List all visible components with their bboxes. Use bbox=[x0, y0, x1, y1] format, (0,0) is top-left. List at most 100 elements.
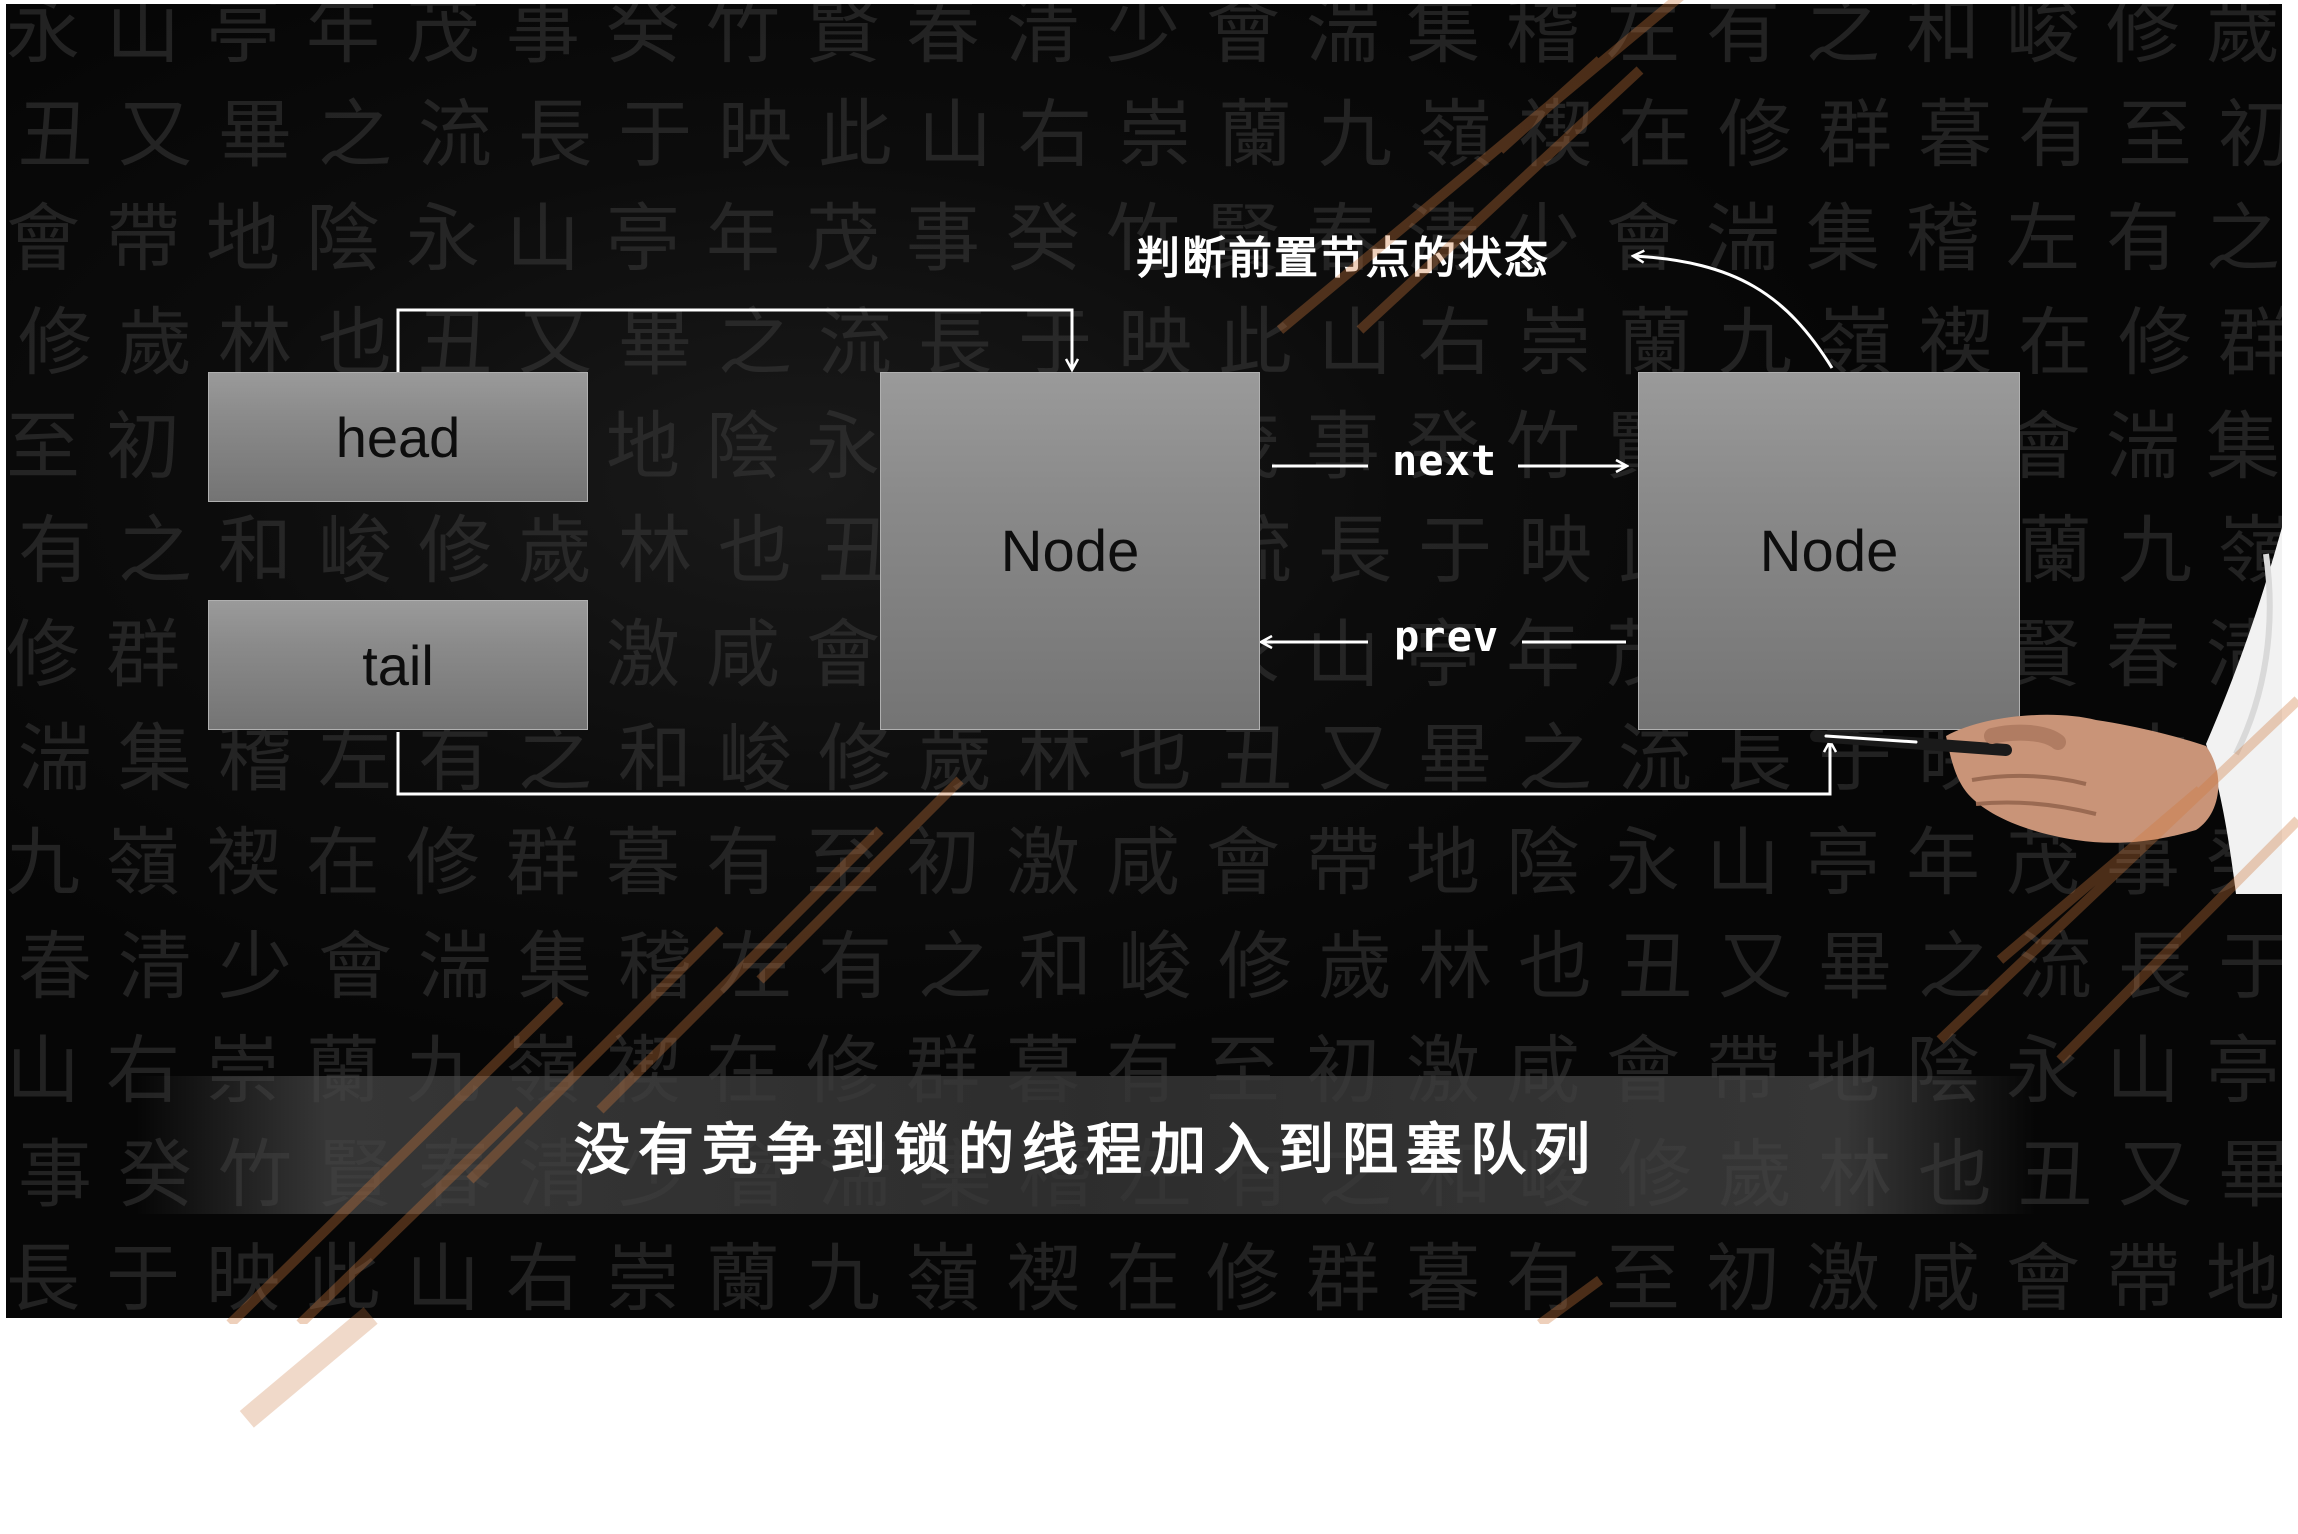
texture-glyph: 和 bbox=[1018, 924, 1092, 1010]
texture-glyph: 湍 bbox=[1706, 196, 1780, 282]
texture-glyph: 之 bbox=[1518, 716, 1592, 802]
texture-glyph: 激 bbox=[606, 612, 680, 698]
texture-glyph: 畢 bbox=[218, 92, 292, 178]
connector-lines bbox=[396, 4, 2282, 796]
texture-glyph: 會 bbox=[1606, 196, 1680, 282]
texture-glyph: 畢 bbox=[618, 300, 692, 386]
texture-glyph: 此 bbox=[306, 1236, 380, 1318]
texture-glyph: 林 bbox=[618, 508, 692, 594]
texture-glyph: 集 bbox=[118, 716, 192, 802]
texture-glyph: 至 bbox=[1606, 1236, 1680, 1318]
texture-glyph: 集 bbox=[2206, 404, 2280, 490]
texture-glyph: 湍 bbox=[1306, 4, 1380, 74]
texture-glyph: 有 bbox=[818, 924, 892, 1010]
texture-glyph: 蘭 bbox=[2018, 508, 2092, 594]
texture-glyph: 長 bbox=[1318, 508, 1392, 594]
texture-glyph: 于 bbox=[1418, 508, 1492, 594]
tail-label: tail bbox=[362, 633, 434, 697]
texture-glyph: 竹 bbox=[1106, 196, 1180, 282]
texture-glyph: 于 bbox=[1018, 300, 1092, 386]
texture-glyph: 賢 bbox=[1206, 196, 1280, 282]
texture-glyph: 于 bbox=[106, 1236, 180, 1318]
texture-glyph: 映 bbox=[206, 1236, 280, 1318]
texture-glyph: 年 bbox=[1506, 612, 1580, 698]
texture-glyph: 咸 bbox=[1906, 1236, 1980, 1318]
texture-glyph: 會 bbox=[1206, 4, 1280, 74]
texture-glyph: 山 bbox=[1306, 612, 1380, 698]
texture-glyph: 永 bbox=[1606, 820, 1680, 906]
next-label: next bbox=[1392, 436, 1498, 485]
texture-glyph: 初 bbox=[2218, 92, 2282, 178]
texture-glyph: 映 bbox=[718, 92, 792, 178]
texture-glyph: 有 bbox=[1506, 1236, 1580, 1318]
texture-glyph: 長 bbox=[518, 92, 592, 178]
texture-glyph: 會 bbox=[6, 196, 80, 282]
head-to-node-arrow bbox=[396, 308, 1072, 372]
texture-glyph: 之 bbox=[518, 716, 592, 802]
texture-glyph: 修 bbox=[2118, 300, 2192, 386]
texture-glyph: 流 bbox=[818, 300, 892, 386]
node-label-1: Node bbox=[1000, 518, 1140, 584]
texture-glyph: 之 bbox=[1918, 924, 1992, 1010]
texture-glyph: 左 bbox=[718, 924, 792, 1010]
texture-glyph: 年 bbox=[706, 196, 780, 282]
texture-glyph: 此 bbox=[1218, 300, 1292, 386]
texture-glyph: 九 bbox=[1718, 300, 1792, 386]
texture-glyph: 在 bbox=[306, 820, 380, 906]
predecessor-state-note: 判断前置节点的状态 bbox=[1136, 233, 1550, 284]
texture-glyph: 稽 bbox=[218, 716, 292, 802]
texture-glyph: 春 bbox=[1306, 196, 1380, 282]
texture-glyph: 林 bbox=[1418, 924, 1492, 1010]
texture-glyph: 激 bbox=[1006, 820, 1080, 906]
texture-glyph: 山 bbox=[506, 196, 580, 282]
texture-glyph: 歲 bbox=[518, 508, 592, 594]
texture-glyph: 修 bbox=[1218, 924, 1292, 1010]
texture-glyph: 蘭 bbox=[1618, 300, 1692, 386]
texture-glyph: 左 bbox=[1606, 4, 1680, 74]
texture-glyph: 群 bbox=[2218, 300, 2282, 386]
texture-glyph: 激 bbox=[1806, 1236, 1880, 1318]
texture-glyph: 也 bbox=[318, 300, 392, 386]
texture-glyph: 歲 bbox=[918, 716, 992, 802]
texture-glyph: 群 bbox=[106, 612, 180, 698]
texture-glyph: 癸 bbox=[606, 4, 680, 74]
texture-glyph: 在 bbox=[1618, 92, 1692, 178]
texture-glyph: 山 bbox=[2106, 1028, 2180, 1114]
texture-glyph: 山 bbox=[6, 1028, 80, 1114]
tail-box: tail bbox=[208, 600, 588, 730]
texture-glyph: 又 bbox=[118, 92, 192, 178]
texture-glyph: 賢 bbox=[806, 4, 880, 74]
texture-glyph: 崇 bbox=[1518, 300, 1592, 386]
texture-glyph: 右 bbox=[1018, 92, 1092, 178]
texture-glyph: 之 bbox=[318, 92, 392, 178]
texture-glyph: 年 bbox=[1906, 820, 1980, 906]
texture-glyph: 流 bbox=[2018, 924, 2092, 1010]
texture-glyph: 在 bbox=[1106, 1236, 1180, 1318]
texture-glyph: 右 bbox=[506, 1236, 580, 1318]
texture-glyph: 癸 bbox=[1406, 404, 1480, 490]
texture-glyph: 禊 bbox=[1006, 1236, 1080, 1318]
texture-glyph: 至 bbox=[806, 820, 880, 906]
texture-glyph: 集 bbox=[1806, 196, 1880, 282]
texture-glyph: 林 bbox=[218, 300, 292, 386]
texture-glyph: 左 bbox=[318, 716, 392, 802]
texture-glyph: 會 bbox=[806, 612, 880, 698]
subtitle-band: 没有竞争到锁的线程加入到阻塞队列 bbox=[136, 1076, 2036, 1214]
texture-glyph: 竹 bbox=[706, 4, 780, 74]
slide: 永丑會修至有修湍九春山事長山又帶歲初之群集嶺清右癸于亭畢地林激和暮稽禊少崇竹映年… bbox=[6, 4, 2282, 1318]
texture-glyph: 映 bbox=[1518, 508, 1592, 594]
texture-glyph: 茂 bbox=[806, 196, 880, 282]
texture-glyph: 修 bbox=[1718, 92, 1792, 178]
texture-glyph: 會 bbox=[318, 924, 392, 1010]
texture-glyph: 集 bbox=[1406, 4, 1480, 74]
texture-glyph: 帶 bbox=[1306, 820, 1380, 906]
texture-glyph: 長 bbox=[918, 300, 992, 386]
texture-glyph: 年 bbox=[306, 4, 380, 74]
texture-glyph: 初 bbox=[1706, 1236, 1780, 1318]
head-label: head bbox=[335, 405, 461, 469]
texture-glyph: 至 bbox=[2118, 92, 2192, 178]
texture-glyph: 少 bbox=[218, 924, 292, 1010]
texture-glyph: 茂 bbox=[406, 4, 480, 74]
texture-glyph: 九 bbox=[2118, 508, 2192, 594]
texture-glyph: 修 bbox=[406, 820, 480, 906]
